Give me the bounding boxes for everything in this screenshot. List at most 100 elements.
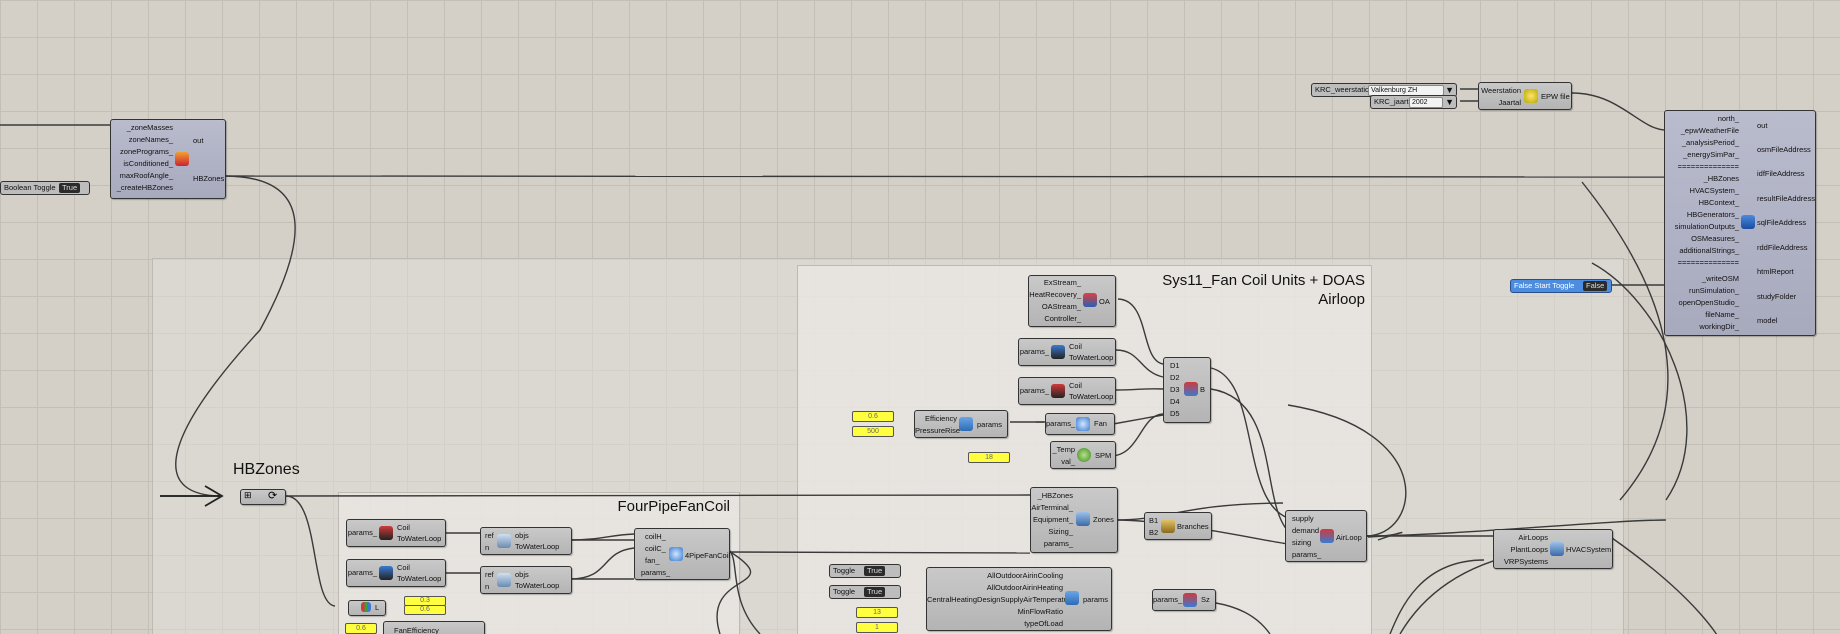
output-resultfileaddress: resultFileAddress: [1757, 194, 1815, 203]
fp-coil-to-waterloop-1[interactable]: params_ Coil ToWaterLoop: [346, 519, 446, 547]
input-airterminal: AirTerminal_: [1031, 503, 1073, 512]
output-out: out: [193, 136, 204, 145]
input-alloutdoorairincooling: AllOutdoorAirinCooling: [987, 571, 1063, 580]
run-energy-simulation-component[interactable]: north_ _epwWeatherFile _analysisPeriod_ …: [1664, 110, 1816, 336]
objs-line1: objs: [515, 570, 529, 579]
fp-bottom-slider[interactable]: 0.6: [345, 623, 377, 634]
input-workingdir: workingDir_: [1699, 322, 1739, 331]
airloop-icon: [1320, 529, 1334, 543]
fourpipe-group-title: FourPipeFanCoil: [617, 498, 730, 515]
toggle-outdoor-cooling[interactable]: Toggle True: [829, 564, 901, 578]
toggle-outdoor-heating[interactable]: Toggle True: [829, 585, 901, 599]
pressurerise-slider[interactable]: 500: [852, 426, 894, 437]
input-zonemasses: _zoneMasses: [126, 123, 173, 132]
output-sz: Sz: [1201, 595, 1210, 604]
input-params: params_: [641, 568, 671, 577]
input-sizing: Sizing_: [1048, 527, 1073, 536]
output-params: params: [1083, 595, 1109, 604]
input-maxroofangle: maxRoofAngle_: [119, 171, 173, 180]
toggle-value[interactable]: True: [864, 566, 886, 576]
input-pressurerise: PressureRise: [915, 426, 961, 435]
input-openopenstudio: openOpenStudio_: [1678, 298, 1739, 307]
output-studyfolder: studyFolder: [1757, 292, 1797, 301]
boolean-toggle[interactable]: Boolean Toggle True: [0, 181, 90, 195]
branch-component[interactable]: D1 D2 D3 D4 D5 B: [1163, 357, 1211, 423]
fp-graph-component[interactable]: L: [348, 600, 386, 616]
hvacsystem-component[interactable]: AirLoops PlantLoops VRPSystems HVACSyste…: [1493, 529, 1613, 569]
coil-to-waterloop-2[interactable]: params_ Coil ToWaterLoop: [1018, 377, 1116, 405]
sys11-title-line1: Sys11_Fan Coil Units + DOAS: [1162, 272, 1365, 289]
input-airloops: AirLoops: [1518, 533, 1548, 542]
input-hbzones: _HBZones: [1037, 491, 1073, 500]
output-epwfile: EPW file: [1541, 92, 1570, 101]
output-fan: Fan: [1094, 419, 1107, 428]
output-rddfileaddress: rddFileAddress: [1757, 243, 1808, 252]
hvac-icon: [1550, 542, 1564, 556]
spm-component[interactable]: _Temp val_ SPM: [1050, 441, 1116, 469]
output-osmfileaddress: osmFileAddress: [1757, 145, 1811, 154]
epw-component[interactable]: Weerstation Jaartal EPW file: [1478, 82, 1572, 110]
efficiency-slider[interactable]: 0.6: [852, 411, 894, 422]
zones-icon: [1076, 512, 1090, 526]
input-weerstation: Weerstation: [1481, 86, 1521, 95]
relay-collapse-icon: ⊞: [244, 490, 252, 500]
fp-objs-to-waterloop-1[interactable]: ref n objs ToWaterLoop: [480, 527, 572, 555]
branch-icon: [1184, 382, 1198, 396]
create-hbzones-component[interactable]: _zoneMasses zoneNames_ zonePrograms_ isC…: [110, 119, 226, 199]
input-osmeasures: OSMeasures_: [1691, 234, 1739, 243]
objs-line2: ToWaterLoop: [515, 581, 560, 590]
input-alloutdoorairinheating: AllOutdoorAirinHeating: [986, 583, 1063, 592]
jaartal-value[interactable]: 2002: [1409, 97, 1443, 108]
output-htmlreport: htmlReport: [1757, 267, 1794, 276]
input-d2: D2: [1170, 373, 1180, 382]
supply-air-temp-slider[interactable]: 13: [856, 607, 898, 618]
fp-slider-b[interactable]: 0.6: [404, 605, 446, 615]
false-start-toggle-value[interactable]: False: [1583, 281, 1608, 291]
coil-name-line2: ToWaterLoop: [397, 534, 442, 543]
input-d5: D5: [1170, 409, 1180, 418]
input-createhbzones: _createHBZones: [116, 183, 173, 192]
output-hbzones: HBZones: [193, 174, 225, 183]
graph-label: L: [375, 603, 380, 612]
input-hbcontext: HBContext_: [1698, 198, 1739, 207]
branches-component[interactable]: B1 B2 Branches: [1144, 512, 1212, 540]
input-hvacsystem: HVACSystem_: [1689, 186, 1739, 195]
zones-component[interactable]: _HBZones AirTerminal_ Equipment_ Sizing_…: [1030, 487, 1118, 553]
coil-name-line2: ToWaterLoop: [397, 574, 442, 583]
sz-component[interactable]: params_ Sz: [1152, 589, 1216, 611]
false-start-toggle[interactable]: False Start Toggle False: [1510, 279, 1612, 293]
hbzones-relay[interactable]: ⊞ ⟳: [240, 489, 286, 505]
fp-fanefficiency-component[interactable]: FanEfficiency: [383, 621, 485, 634]
input-params: params_: [1019, 347, 1049, 356]
input-b2: B2: [1149, 528, 1159, 537]
fan-params-component[interactable]: Efficiency PressureRise params: [914, 410, 1008, 438]
fan-component[interactable]: params_ Fan: [1045, 413, 1115, 435]
fp-coil-to-waterloop-2[interactable]: params_ Coil ToWaterLoop: [346, 559, 446, 587]
temp-slider[interactable]: 18: [968, 452, 1010, 463]
fan-icon: [1076, 417, 1090, 431]
coil-to-waterloop-1[interactable]: params_ Coil ToWaterLoop: [1018, 338, 1116, 366]
output-model: model: [1757, 316, 1778, 325]
input-ref: ref: [485, 531, 494, 540]
boolean-toggle-value[interactable]: True: [59, 183, 81, 193]
output-4pipefancoil: 4PipeFanCoil: [685, 551, 731, 560]
fp-objs-to-waterloop-2[interactable]: ref n objs ToWaterLoop: [480, 566, 572, 594]
airloop-component[interactable]: supply demand sizing params_ AirLoop: [1285, 510, 1367, 562]
minflowratio-slider[interactable]: 1: [856, 622, 898, 633]
sys11-group-title: Sys11_Fan Coil Units + DOAS Airloop: [1020, 271, 1365, 309]
input-n: n: [485, 582, 490, 591]
toggle-value[interactable]: True: [864, 587, 886, 597]
input-writeosm: _writeOSM: [1701, 274, 1739, 283]
false-start-toggle-label: False Start Toggle: [1514, 281, 1575, 290]
wrench-icon: [959, 417, 973, 431]
wrench-icon: [1065, 591, 1079, 605]
output-airloop: AirLoop: [1336, 533, 1362, 542]
sizing-params-component[interactable]: AllOutdoorAirinCooling AllOutdoorAirinHe…: [926, 567, 1112, 631]
oa-component[interactable]: ExStream_ HeatRecovery_ OAStream_ Contro…: [1028, 275, 1116, 327]
setpoint-icon: [1077, 448, 1091, 462]
jaartal-dropdown[interactable]: KRC_jaartal 2002 ▼: [1370, 95, 1457, 109]
sizing-icon: [1183, 593, 1197, 607]
fp-fourpipefancoil-component[interactable]: coilH_ coilC_ fan_ params_ 4PipeFanCoil: [634, 528, 730, 580]
